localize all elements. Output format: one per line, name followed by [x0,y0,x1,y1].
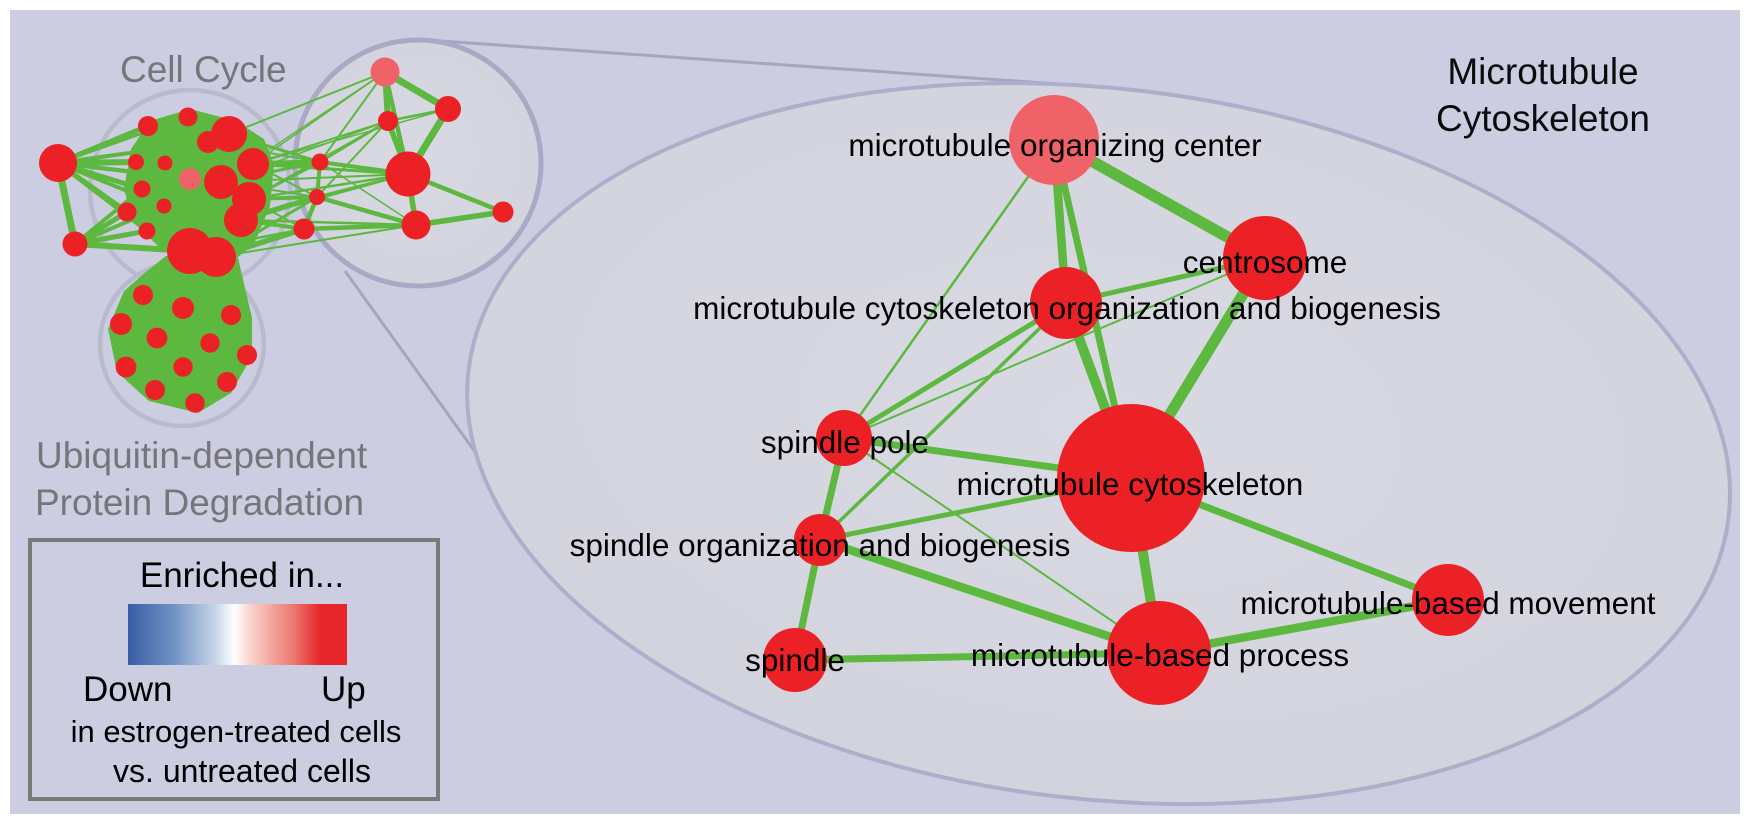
svg-text:Cell Cycle: Cell Cycle [120,49,287,90]
svg-text:spindle pole: spindle pole [761,424,929,460]
svg-text:microtubule-based movement: microtubule-based movement [1241,585,1656,621]
svg-text:Microtubule: Microtubule [1447,51,1638,92]
svg-text:spindle: spindle [745,642,845,678]
svg-text:Enriched in...: Enriched in... [140,556,344,595]
svg-text:Protein Degradation: Protein Degradation [35,482,364,523]
svg-text:centrosome: centrosome [1183,244,1348,280]
svg-text:vs. untreated cells: vs. untreated cells [113,753,371,789]
svg-text:Down: Down [83,670,172,709]
svg-text:Ubiquitin-dependent: Ubiquitin-dependent [36,435,368,476]
svg-text:Cytoskeleton: Cytoskeleton [1436,98,1650,139]
svg-text:microtubule-based process: microtubule-based process [971,637,1349,673]
svg-text:spindle organization and bioge: spindle organization and biogenesis [570,527,1071,563]
svg-text:microtubule cytoskeleton: microtubule cytoskeleton [957,466,1304,502]
svg-text:Up: Up [321,670,366,709]
svg-text:microtubule organizing center: microtubule organizing center [848,127,1261,163]
svg-text:microtubule cytoskeleton organ: microtubule cytoskeleton organization an… [693,290,1441,326]
svg-text:in estrogen-treated cells: in estrogen-treated cells [71,714,402,749]
